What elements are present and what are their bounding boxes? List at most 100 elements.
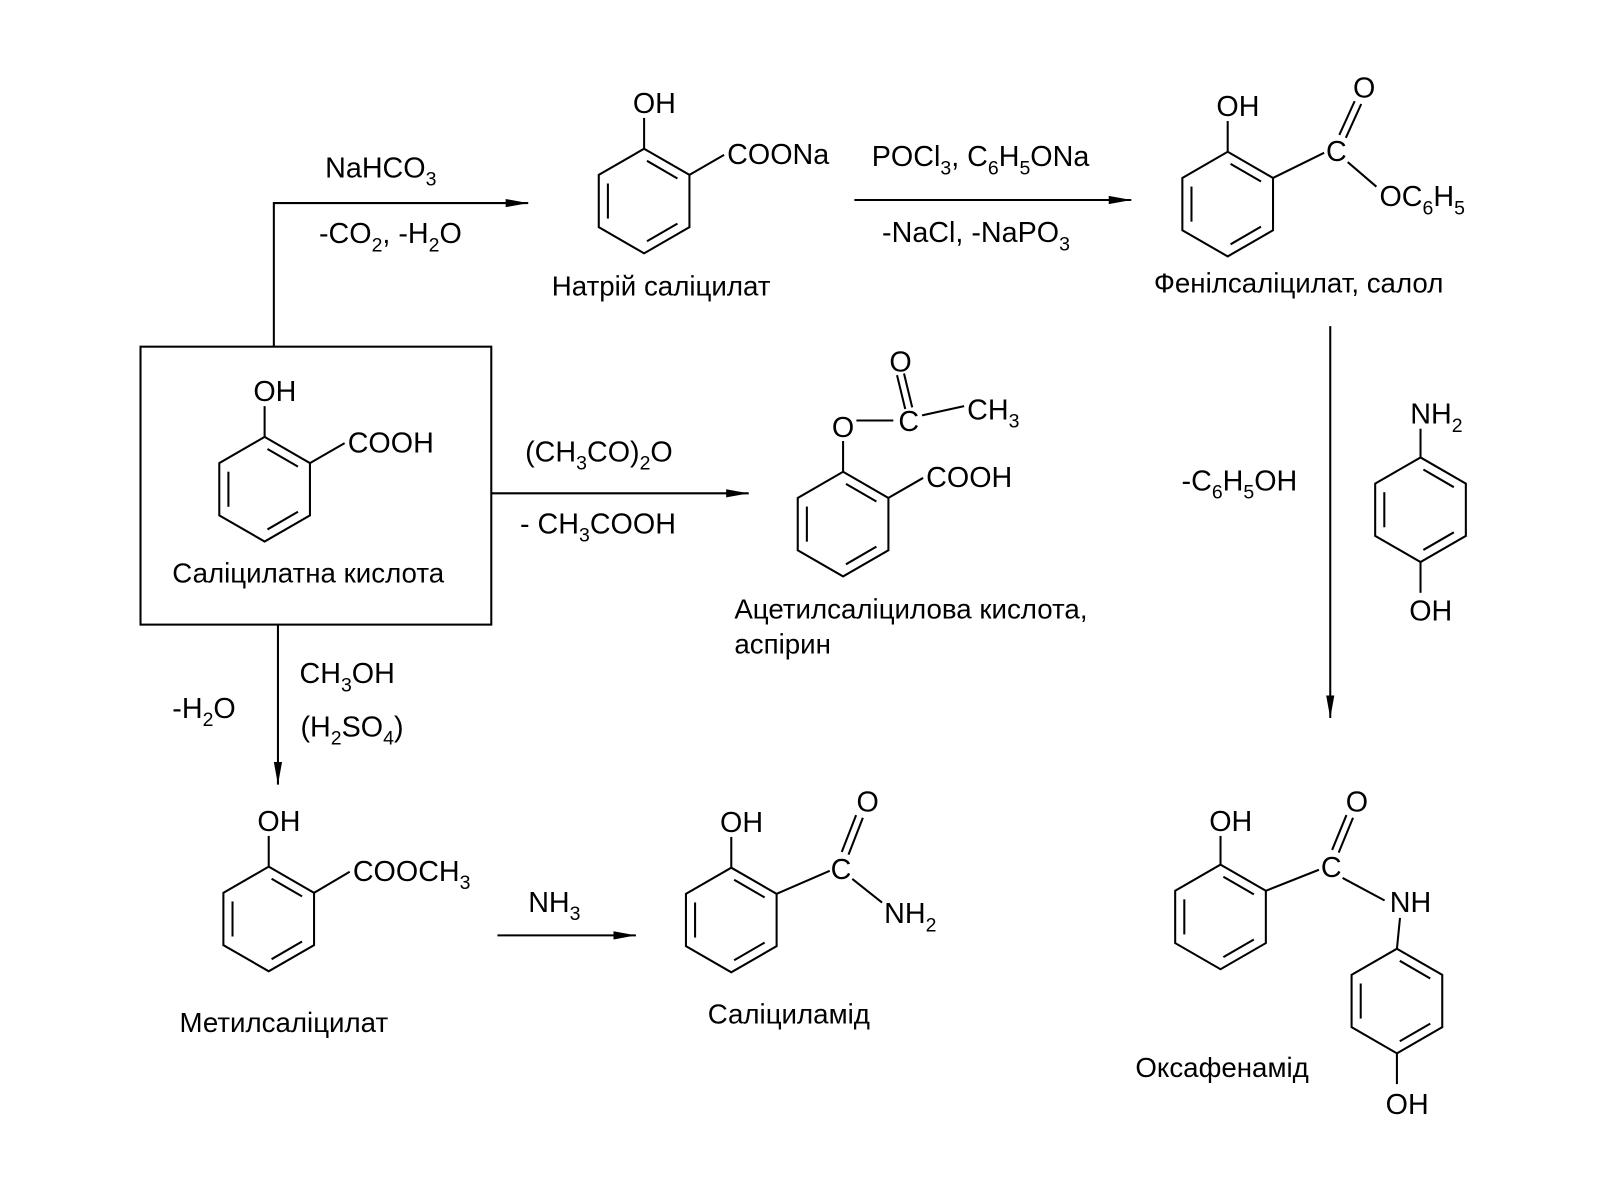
- salicylamide: OH C O NH2 Саліциламід: [708, 786, 937, 1029]
- formula-subscript: 3: [576, 453, 587, 475]
- salicylamide-ring: [684, 866, 778, 974]
- ring-double-bond: [1222, 875, 1255, 896]
- p-aminophenol: NH2 OH: [1409, 399, 1462, 628]
- aspirin: O C O CH3 COOH Ацетилсаліцилова кислота,…: [734, 346, 1087, 659]
- oxygen-label: O: [1346, 786, 1368, 818]
- double-bond-line: [1338, 100, 1356, 136]
- catalyst-right: (H2SO4): [301, 711, 404, 749]
- formula-segment: CO): [587, 437, 640, 469]
- formula-subscript: 5: [1019, 157, 1030, 179]
- formula-segment: -NaCl, -NaPO: [882, 217, 1059, 249]
- oh-label: OH: [257, 806, 300, 838]
- double-bond-line: [1344, 103, 1363, 139]
- double-bond-line: [1331, 814, 1348, 851]
- formula-segment: -C: [1182, 465, 1212, 497]
- formula-subscript: 2: [372, 234, 383, 256]
- formula-subscript: 3: [341, 674, 352, 696]
- formula-segment: - CH: [520, 508, 579, 540]
- ring-double-bond: [1422, 468, 1455, 489]
- coona-label: COONa: [727, 139, 829, 171]
- formula-subscript: 4: [383, 728, 394, 750]
- formula-segment: O: [213, 693, 235, 725]
- bond: [921, 405, 965, 417]
- bond: [1265, 868, 1320, 892]
- byproducts-below: -CO2, -H2O: [319, 218, 462, 256]
- reaction-arrow: [272, 198, 529, 347]
- formula-subscript: 2: [331, 728, 342, 750]
- ring-double-bond: [271, 877, 303, 898]
- double-bond-line: [840, 814, 858, 853]
- methyl-salicylate: OH COOCH3 Метилсаліцилат: [179, 806, 470, 1038]
- formula-segment: NaHCO: [325, 152, 425, 184]
- formula-subscript: 3: [579, 525, 590, 547]
- bond: [313, 870, 351, 894]
- oh-label: OH: [633, 88, 676, 120]
- double-bond-line: [1337, 817, 1354, 854]
- formula-segment: -H: [172, 693, 202, 725]
- formula-segment: (H: [301, 711, 331, 743]
- bond: [1347, 161, 1378, 188]
- cooch3-label: COOCH3: [353, 856, 471, 894]
- oh-label: OH: [720, 807, 763, 839]
- ring-outline: [597, 147, 691, 255]
- formula-segment: SO: [342, 711, 383, 743]
- benzene-rings: [218, 147, 1467, 1055]
- nh2-label: NH2: [1410, 399, 1462, 437]
- ring-double-bond: [845, 483, 877, 503]
- ring-double-bond: [733, 878, 766, 899]
- ring-double-bond: [1399, 959, 1431, 980]
- double-bond-line: [847, 817, 864, 856]
- ring-double-bond: [266, 448, 299, 468]
- formula-subscript: 6: [1212, 481, 1223, 503]
- oh-label: OH: [1209, 806, 1252, 838]
- reagent-above: NaHCO3: [325, 152, 436, 190]
- formula-subscript: 2: [926, 914, 937, 936]
- bond: [851, 878, 883, 904]
- formula-segment: , C: [951, 141, 988, 173]
- aspirin-ring: [796, 470, 890, 578]
- carbon-label: C: [1321, 852, 1342, 884]
- formula-segment: O: [440, 218, 462, 250]
- formula-subscript: 2: [429, 234, 440, 256]
- nh-label: NH: [1390, 887, 1431, 919]
- ring-outline: [796, 470, 890, 578]
- ring-double-bond: [1230, 225, 1262, 246]
- formula-subscript: 2: [640, 453, 651, 475]
- formula-segment: O: [650, 437, 672, 469]
- formula-subscript: 3: [426, 169, 437, 191]
- reagent-right: CH3OH: [299, 658, 394, 696]
- ring-double-bond: [646, 222, 678, 243]
- carbon-label: C: [898, 406, 919, 438]
- ring-double-bond: [1399, 1022, 1431, 1043]
- cooh-label: COOH: [926, 462, 1012, 494]
- formula-subscript: 2: [1452, 415, 1463, 437]
- byproducts-below: -NaCl, -NaPO3: [882, 217, 1070, 255]
- formula-subscript: 5: [1243, 481, 1254, 503]
- compound-name: Метилсаліцилат: [179, 1007, 388, 1038]
- formula-segment: OC: [1379, 181, 1422, 213]
- reaction-to-salicylamide: NH3: [497, 887, 636, 940]
- ring-outline: [684, 866, 778, 974]
- methyl-salicylate-ring: [222, 865, 316, 973]
- byproducts-below: - CH3COOH: [520, 508, 676, 546]
- compound-name: Натрій саліцилат: [552, 270, 771, 301]
- formula-subscript: 6: [988, 157, 999, 179]
- ester-oxygen-label: O: [832, 412, 854, 444]
- compound-name: Фенілсаліцилат, салол: [1154, 267, 1444, 298]
- formula-segment: OH: [1254, 465, 1297, 497]
- ring-outline: [222, 865, 316, 973]
- ring-outline: [1350, 947, 1444, 1055]
- oxaphenamide-para-ring: [1350, 947, 1444, 1055]
- formula-segment: -CO: [319, 218, 372, 250]
- compound-name: Саліциламід: [708, 999, 870, 1030]
- reagent-above: NH3: [528, 887, 580, 925]
- double-bond-line: [903, 373, 914, 408]
- cooh-label: COOH: [348, 427, 434, 459]
- formula-subscript: 2: [203, 709, 214, 731]
- para-oh-label: OH: [1386, 1089, 1429, 1121]
- formula-segment: , -H: [382, 218, 428, 250]
- bond: [887, 477, 924, 499]
- ring-double-bond: [1222, 938, 1255, 959]
- formula-segment: COOCH: [353, 856, 460, 888]
